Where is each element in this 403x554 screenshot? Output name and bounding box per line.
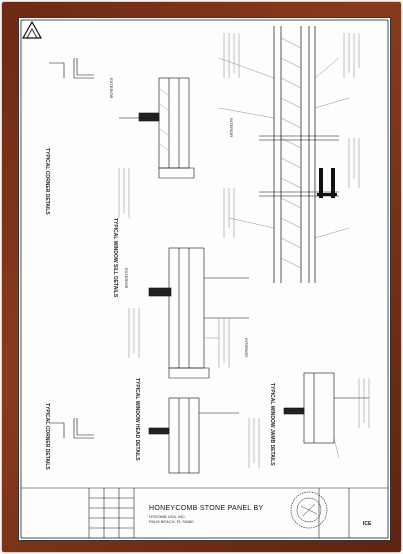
exterior-label: EXTERIOR (124, 268, 129, 289)
typical-window-sill-details-label: TYPICAL WINDOW SILL DETAILS (112, 218, 118, 298)
title-block-main: HONEYCOMB STONE PANEL BY (149, 505, 264, 512)
drawing-sheet: TYPICAL CORNER DETAILS TYPICAL WINDOW SI… (18, 17, 391, 541)
ice-logo-icon (21, 20, 43, 39)
logo-text: ICE (363, 521, 372, 527)
title-block-company: HYDOMB USA, INC. (149, 514, 187, 519)
technical-drawing (20, 19, 389, 539)
typical-corner-details-top-label: TYPICAL CORNER DETAILS (44, 148, 50, 215)
interior-label: INTERIOR (244, 338, 249, 358)
typical-window-head-details-label: TYPICAL WINDOW HEAD DETAILS (134, 378, 140, 461)
typical-window-jamb-details-label: TYPICAL WINDOW JAMB DETAILS (269, 383, 275, 466)
interior-label: INTERIOR (229, 118, 234, 138)
engineer-seal (290, 491, 328, 529)
title-block-address: PALM BEACH, FL 33480 (149, 519, 194, 524)
exterior-label: EXTERIOR (109, 78, 114, 99)
typical-corner-details-bottom-label: TYPICAL CORNER DETAILS (44, 403, 50, 470)
